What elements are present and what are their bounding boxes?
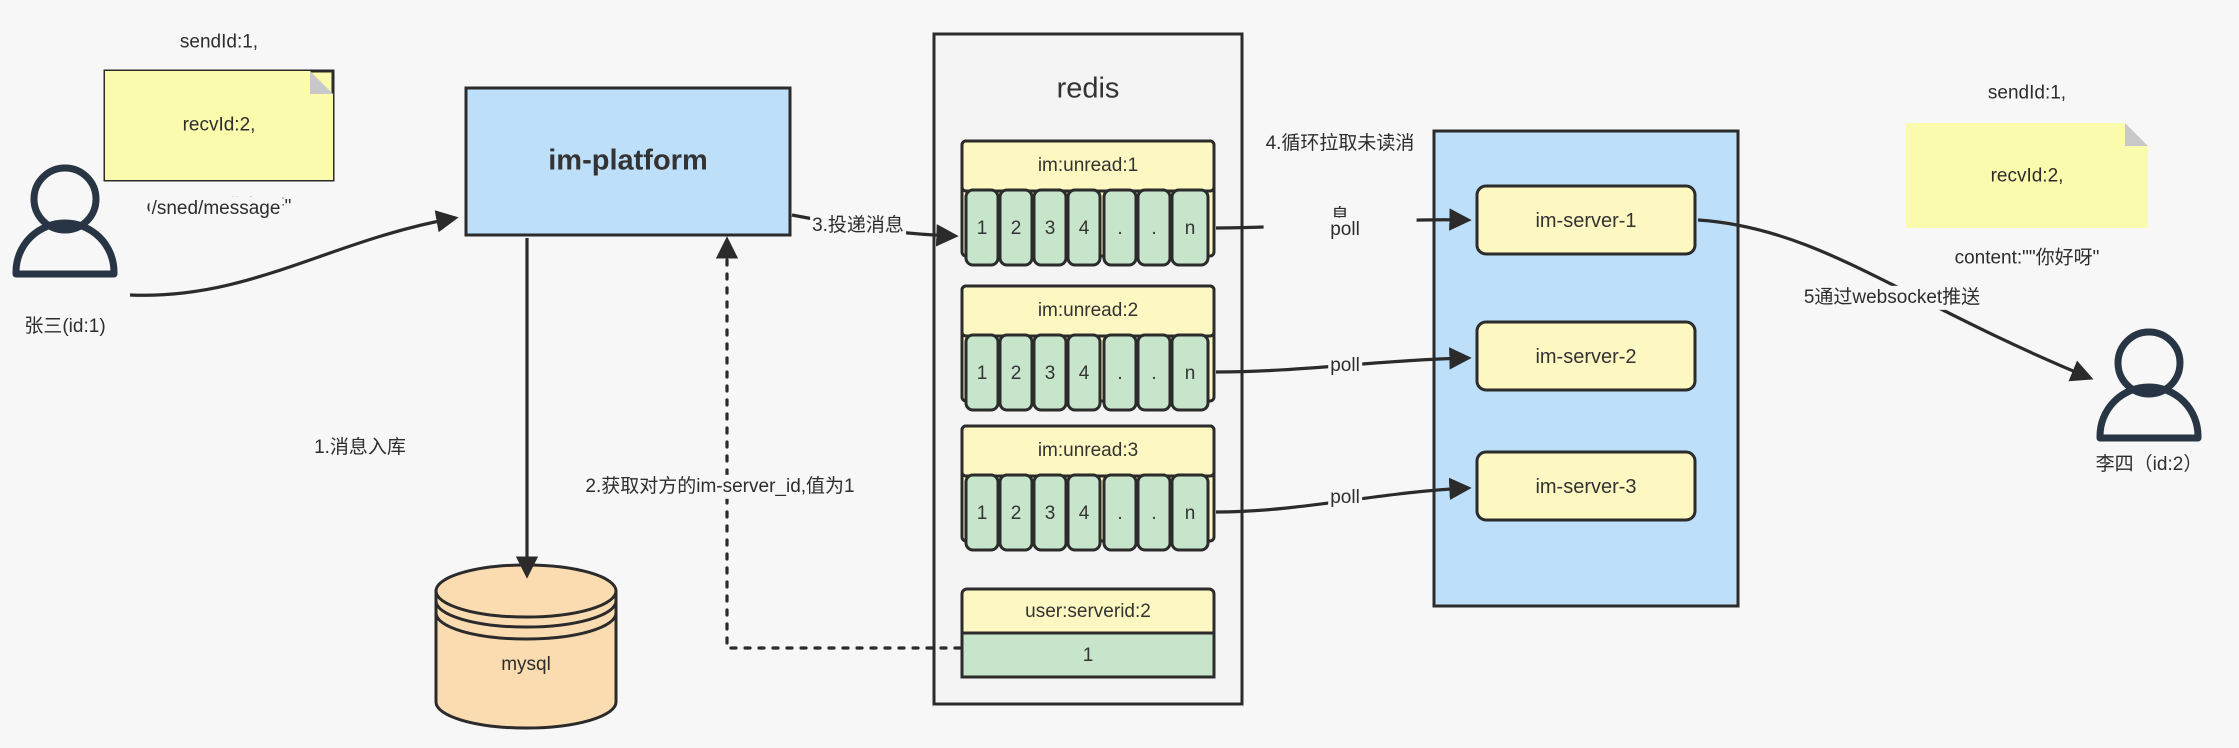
redis-list-2-cell-3: 4 [1078, 362, 1090, 384]
redis-list-3-cell-4: . [1117, 502, 1123, 524]
note-right-line2: recvId:2, [1990, 165, 2064, 187]
redis-list-1-key: im:unread:1 [1037, 154, 1139, 176]
edge-user-to-platform [129, 210, 459, 297]
im-server-2-label: im-server-2 [1535, 346, 1637, 369]
redis-list-1-cell-0: 1 [976, 217, 988, 239]
im-server-1-label: im-server-1 [1535, 210, 1637, 233]
note-right-text: sendId:1, recvId:2, content:""你好呀" [1912, 24, 2142, 327]
edge-label-step1: 1.消息入库 [312, 435, 408, 461]
im-server-3-box[interactable] [1475, 450, 1697, 522]
redis-list-3-cell-2: 3 [1044, 502, 1056, 524]
note-left-text: sendId:1, recvId:2, content:""你好呀" [107, 0, 332, 277]
sender-label: 张三(id:1) [24, 315, 106, 337]
edge-label-step3: 3.投递消息 [810, 213, 906, 239]
note-left-line2: recvId:2, [182, 114, 256, 136]
redis-list-2-cell-6: n [1184, 362, 1196, 384]
redis-list-1-cell-4: . [1117, 217, 1123, 239]
redis-list-1-cell-2: 3 [1044, 217, 1056, 239]
redis-list-2-key: im:unread:2 [1037, 299, 1139, 321]
redis-list-3-cell-3: 4 [1078, 502, 1090, 524]
sender-person-icon [12, 164, 118, 278]
edge-label-poll-1: poll [1328, 217, 1362, 243]
redis-list-2-cell-0: 1 [976, 362, 988, 384]
receiver-person-icon [2096, 328, 2202, 442]
redis-list-1-cell-1: 2 [1010, 217, 1022, 239]
redis-kv-value: 1 [1082, 644, 1094, 666]
edge-label-step5: 5通过websocket推送 [1801, 285, 1983, 311]
edge-label-step4: 4.循环拉取未读消 息 [1263, 82, 1417, 278]
redis-list-3-cell-1: 2 [1010, 502, 1022, 524]
edge-label-step4-line1: 4.循环拉取未读消 [1265, 132, 1415, 154]
redis-list-3-key: im:unread:3 [1037, 439, 1139, 461]
redis-list-1 [960, 139, 1216, 267]
redis-list-3-cell-6: n [1184, 502, 1196, 524]
redis-list-2-cell-4: . [1117, 362, 1123, 384]
note-right-line1: sendId:1, [1987, 82, 2067, 104]
im-server-1-box[interactable] [1475, 184, 1697, 256]
redis-list-3-cell-5: . [1151, 502, 1157, 524]
im-platform-box[interactable] [464, 86, 792, 237]
im-server-3-label: im-server-3 [1535, 476, 1637, 499]
redis-list-3-cell-0: 1 [976, 502, 988, 524]
redis-list-2-cell-2: 3 [1044, 362, 1056, 384]
redis-list-2 [960, 284, 1216, 412]
redis-list-1-cell-3: 4 [1078, 217, 1090, 239]
redis-list-2-cell-5: . [1151, 362, 1157, 384]
redis-kv-box [960, 587, 1216, 679]
note-left-line1: sendId:1, [179, 31, 259, 53]
receiver-label: 李四（id:2） [2095, 453, 2203, 475]
edge-label-poll-2: poll [1328, 353, 1362, 379]
edge-label-step2: 2.获取对方的im-server_id,值为1 [583, 474, 857, 500]
note-right [1906, 123, 2148, 228]
edge-label-poll-3: poll [1328, 485, 1362, 511]
note-left [103, 69, 335, 182]
mysql-label: mysql [501, 653, 551, 675]
redis-title: redis [1056, 72, 1120, 105]
redis-kv-key: user:serverid:2 [1025, 600, 1151, 622]
redis-list-1-cell-6: n [1184, 217, 1196, 239]
mysql-cylinder[interactable] [434, 563, 618, 730]
im-platform-label: im-platform [548, 144, 708, 177]
edge-label-send-api: /sned/message [149, 196, 283, 222]
redis-list-3 [960, 424, 1216, 552]
note-right-line3: content:""你好呀" [1954, 247, 2100, 269]
redis-list-1-cell-5: . [1151, 217, 1157, 239]
edge-redis-to-platform-dotted [715, 236, 962, 650]
im-server-2-box[interactable] [1475, 320, 1697, 392]
redis-list-2-cell-1: 2 [1010, 362, 1022, 384]
edge-server1-to-user [1697, 218, 2094, 382]
